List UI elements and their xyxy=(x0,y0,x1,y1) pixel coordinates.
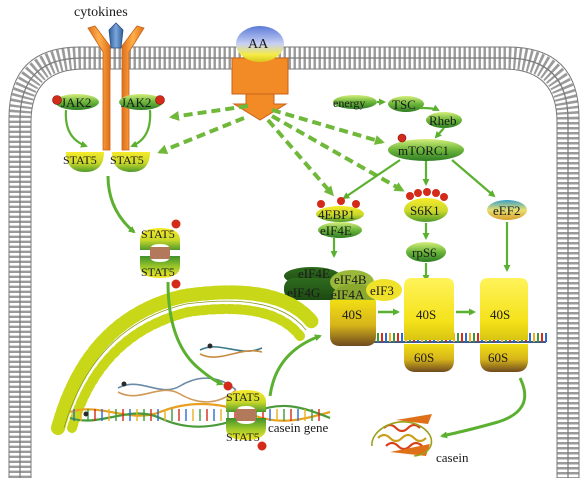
phospho-s6k1-b xyxy=(414,189,422,197)
phospho-jak2-left xyxy=(52,95,62,105)
amino-acid-transporter xyxy=(231,57,289,121)
phospho-4ebp1-c xyxy=(352,200,360,208)
arrow-mtorc1-eef2 xyxy=(451,159,496,198)
arrow-translation-to-casein xyxy=(440,377,527,439)
phospho-4ebp1-a xyxy=(317,200,325,208)
aa-signal-arrows xyxy=(157,104,405,197)
eef2-node xyxy=(487,200,527,220)
rps6-label: rpS6 xyxy=(412,245,437,260)
tsc-node xyxy=(388,96,424,112)
tsc-label: TSC xyxy=(392,97,416,112)
aa-molecule xyxy=(236,26,284,62)
s6k1-node xyxy=(404,198,448,222)
arrow-jak2-stat5-left xyxy=(64,109,88,148)
phospho-mtorc1 xyxy=(397,133,407,143)
rps6-node xyxy=(406,242,446,262)
phospho-s6k1-c xyxy=(423,188,431,196)
arrow-stat5-dimerization xyxy=(106,175,136,234)
phospho-s6k1-d xyxy=(432,189,440,197)
ribosome-b xyxy=(404,278,454,372)
cytokine-ligand xyxy=(108,22,124,49)
eef2-label: eEF2 xyxy=(493,203,520,218)
energy-label: energy xyxy=(333,96,365,110)
eif4b-label: eIF4B xyxy=(334,272,367,287)
ribosome-40s-c-label: 40S xyxy=(490,307,510,322)
aa-label: AA xyxy=(248,37,269,52)
arrow-dimer-nuclear-import xyxy=(166,281,224,386)
ribosome-40s-b-label: 40S xyxy=(416,307,436,322)
arrow-tsc-rheb xyxy=(419,104,440,112)
eif3-label: eIF3 xyxy=(370,283,394,298)
ribosome-60s-c-label: 60S xyxy=(488,350,508,365)
4ebp1-node xyxy=(316,206,364,222)
stat5-dimer-cytoplasm xyxy=(140,228,180,278)
jak2-left-label: JAK2 xyxy=(61,95,91,110)
casein-label: casein xyxy=(436,450,469,465)
stat5-dimer-nucleus xyxy=(226,390,266,440)
cell-membrane xyxy=(8,46,580,478)
stat5-nuc-bottom-label: STAT5 xyxy=(226,430,260,444)
energy-node xyxy=(333,95,377,109)
chromatin-strand xyxy=(83,343,263,417)
stat5-left-node xyxy=(66,152,104,172)
4ebp1-label: 4EBP1 xyxy=(318,207,355,222)
s6k1-label: S6K1 xyxy=(410,203,440,218)
stat5-dimer-top-label: STAT5 xyxy=(141,227,175,241)
cytokines-label: cytokines xyxy=(74,5,128,20)
eif4e-label: eIF4E xyxy=(298,266,330,281)
stat5-right-node xyxy=(112,152,150,172)
phospho-stat5-dimer-top xyxy=(171,219,181,229)
casein-gene-label: casein gene xyxy=(268,420,329,435)
jak2-right-node xyxy=(119,94,163,110)
stat5-left-label: STAT5 xyxy=(63,153,97,167)
ribosome-c xyxy=(480,278,528,372)
initiation-complex xyxy=(284,267,402,346)
stat5-right-label: STAT5 xyxy=(110,153,144,167)
jak2-left-node xyxy=(55,94,99,110)
phospho-4ebp1-b xyxy=(337,197,345,205)
stat5-dimer-bottom-label: STAT5 xyxy=(141,265,175,279)
phospho-jak2-right xyxy=(155,95,165,105)
arrow-rheb-mtorc1 xyxy=(434,127,445,139)
eif4a-label: eIF4A xyxy=(331,287,365,302)
arrow-transcription-to-mrna xyxy=(268,334,322,397)
arrow-jak2-stat5-right xyxy=(130,109,152,148)
mtorc1-node xyxy=(388,139,464,161)
mtorc1-label: mTORC1 xyxy=(398,143,449,158)
cytokine-receptor xyxy=(87,22,145,151)
jak2-right-label: JAK2 xyxy=(121,95,151,110)
eif4g-label: eIF4G xyxy=(287,285,320,300)
dna-helix xyxy=(69,402,331,428)
arrow-mtorc1-4ebp1 xyxy=(342,159,401,200)
phospho-stat5-dimer-bottom xyxy=(171,279,181,289)
rheb-node xyxy=(426,112,462,128)
ribosome-40s-a-label: 40S xyxy=(342,307,362,322)
nuclear-membrane xyxy=(51,285,319,435)
phospho-stat5-nuc-bottom xyxy=(257,441,267,451)
stat5-nuc-top-label: STAT5 xyxy=(226,390,260,404)
ribosome-60s-b-label: 60S xyxy=(414,350,434,365)
eif4e-top-label: eIF4E xyxy=(320,223,352,238)
casein-protein xyxy=(371,414,433,457)
phospho-s6k1-e xyxy=(440,193,448,201)
phospho-s6k1-a xyxy=(406,192,414,200)
phospho-stat5-nuc-top xyxy=(223,381,233,391)
rheb-label: Rheb xyxy=(429,113,456,128)
eif4e-top-node xyxy=(318,222,362,238)
